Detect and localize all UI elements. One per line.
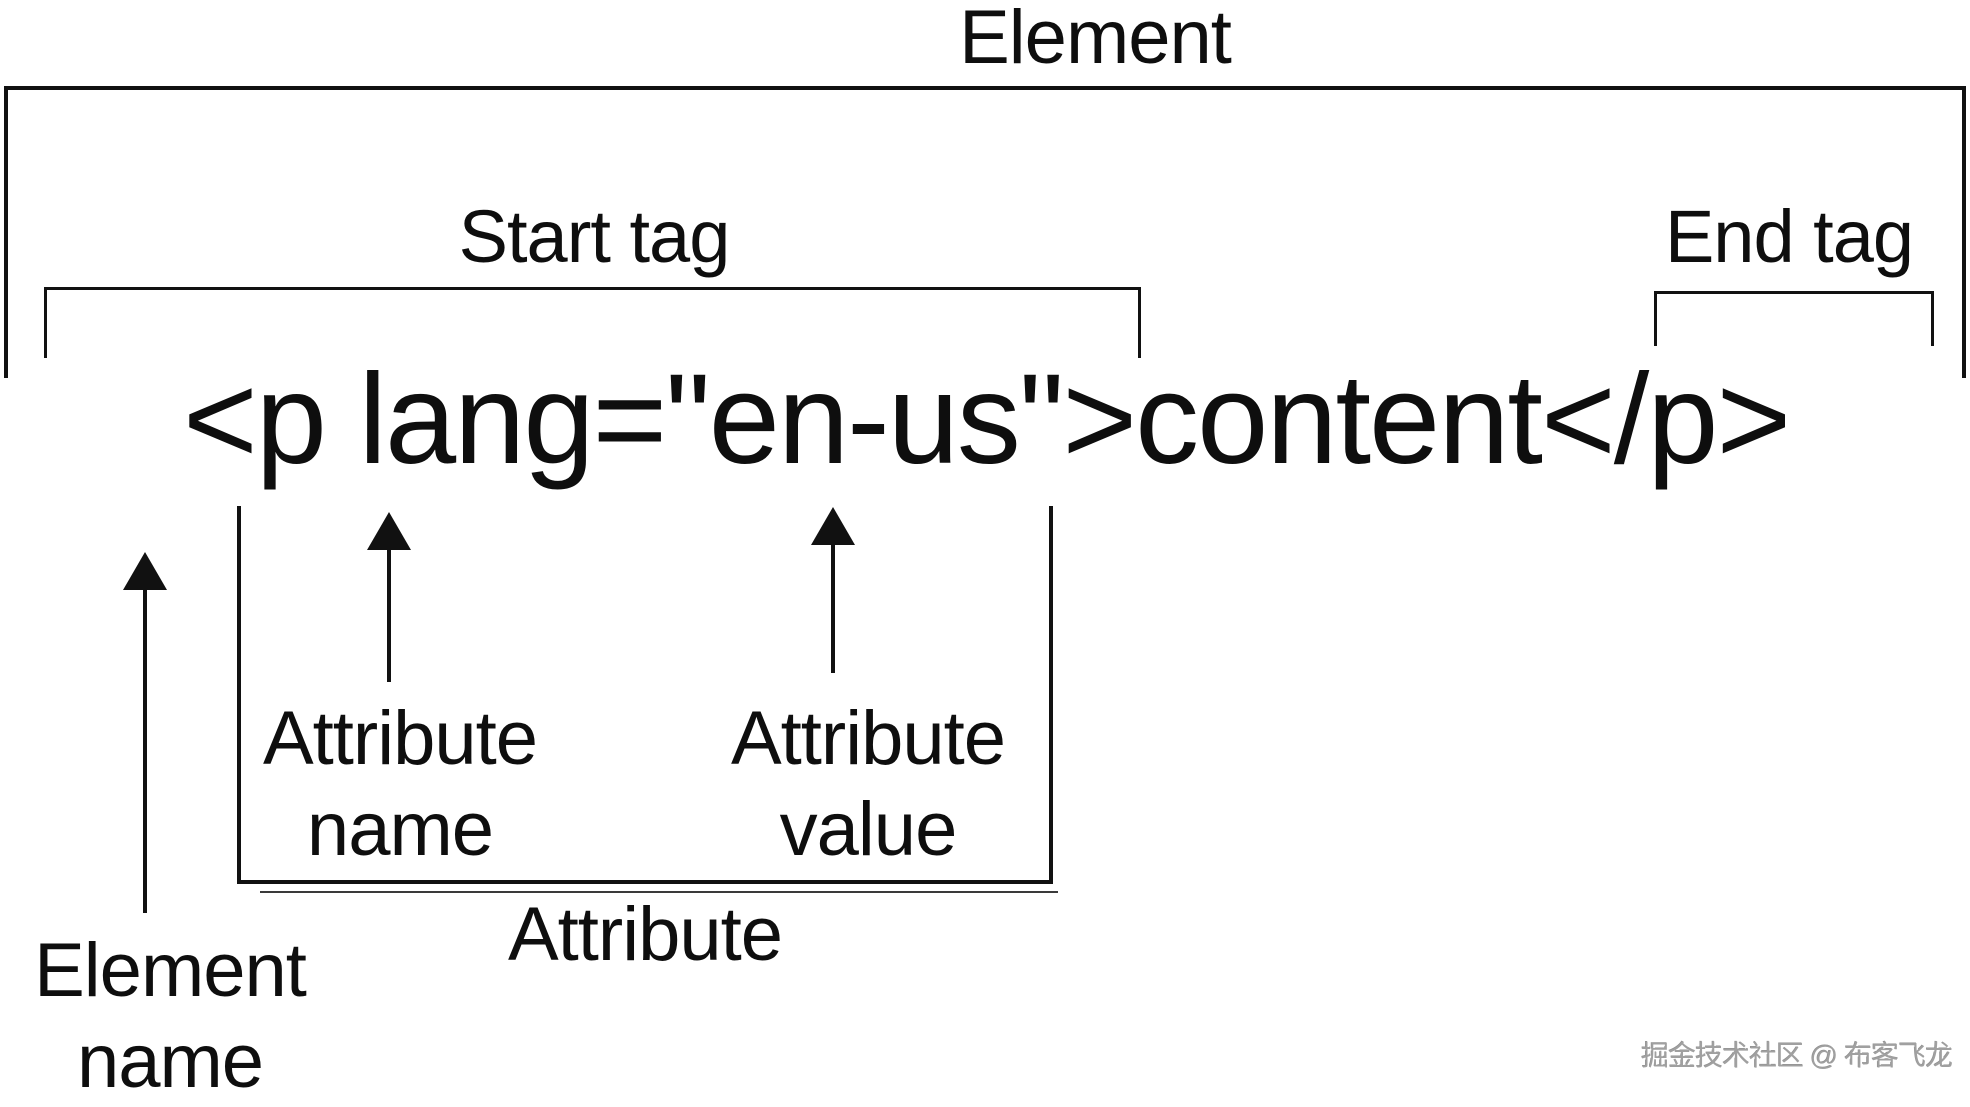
element-name-arrow-shaft bbox=[143, 588, 147, 913]
attribute-value-arrow-shaft bbox=[831, 543, 835, 673]
attribute-value-callout: Attribute value bbox=[730, 693, 1006, 875]
start-tag-bracket-right-tick bbox=[1138, 287, 1141, 358]
element-bracket-left-line bbox=[4, 86, 8, 378]
attribute-value-arrow-head bbox=[811, 507, 855, 545]
end-tag-bracket-line bbox=[1654, 291, 1934, 294]
element-name-callout-line2: name bbox=[76, 1019, 264, 1105]
attribute-value-callout-line1: Attribute bbox=[730, 696, 1006, 781]
code-sample: <p lang="en-us">content</p> bbox=[183, 348, 1791, 491]
end-tag-label: End tag bbox=[1664, 195, 1914, 278]
element-name-callout-line1: Element bbox=[34, 928, 307, 1013]
attribute-name-callout: Attribute name bbox=[262, 693, 538, 875]
start-tag-bracket-line bbox=[44, 287, 1141, 290]
attribute-name-callout-line2: name bbox=[306, 787, 494, 873]
attribute-name-arrow-shaft bbox=[387, 548, 391, 682]
element-bracket-top-line bbox=[4, 86, 1966, 90]
diagram-title: Element bbox=[959, 0, 1232, 80]
start-tag-bracket-left-tick bbox=[44, 287, 47, 358]
attribute-name-arrow-head bbox=[367, 512, 411, 550]
attribute-value-callout-line2: value bbox=[779, 787, 958, 873]
element-name-arrow-head bbox=[123, 552, 167, 590]
attribute-name-callout-line1: Attribute bbox=[262, 696, 538, 781]
watermark-text: 掘金技术社区 @ 布客飞龙 bbox=[1641, 1040, 1953, 1071]
start-tag-label: Start tag bbox=[458, 195, 731, 278]
end-tag-bracket-left-tick bbox=[1654, 291, 1657, 346]
element-bracket-right-line bbox=[1962, 86, 1966, 378]
element-name-callout: Element name bbox=[34, 925, 307, 1107]
attribute-group-underline bbox=[260, 891, 1058, 893]
attribute-callout: Attribute bbox=[507, 892, 783, 977]
end-tag-bracket-right-tick bbox=[1931, 291, 1934, 346]
attribute-group-box bbox=[237, 506, 1053, 884]
